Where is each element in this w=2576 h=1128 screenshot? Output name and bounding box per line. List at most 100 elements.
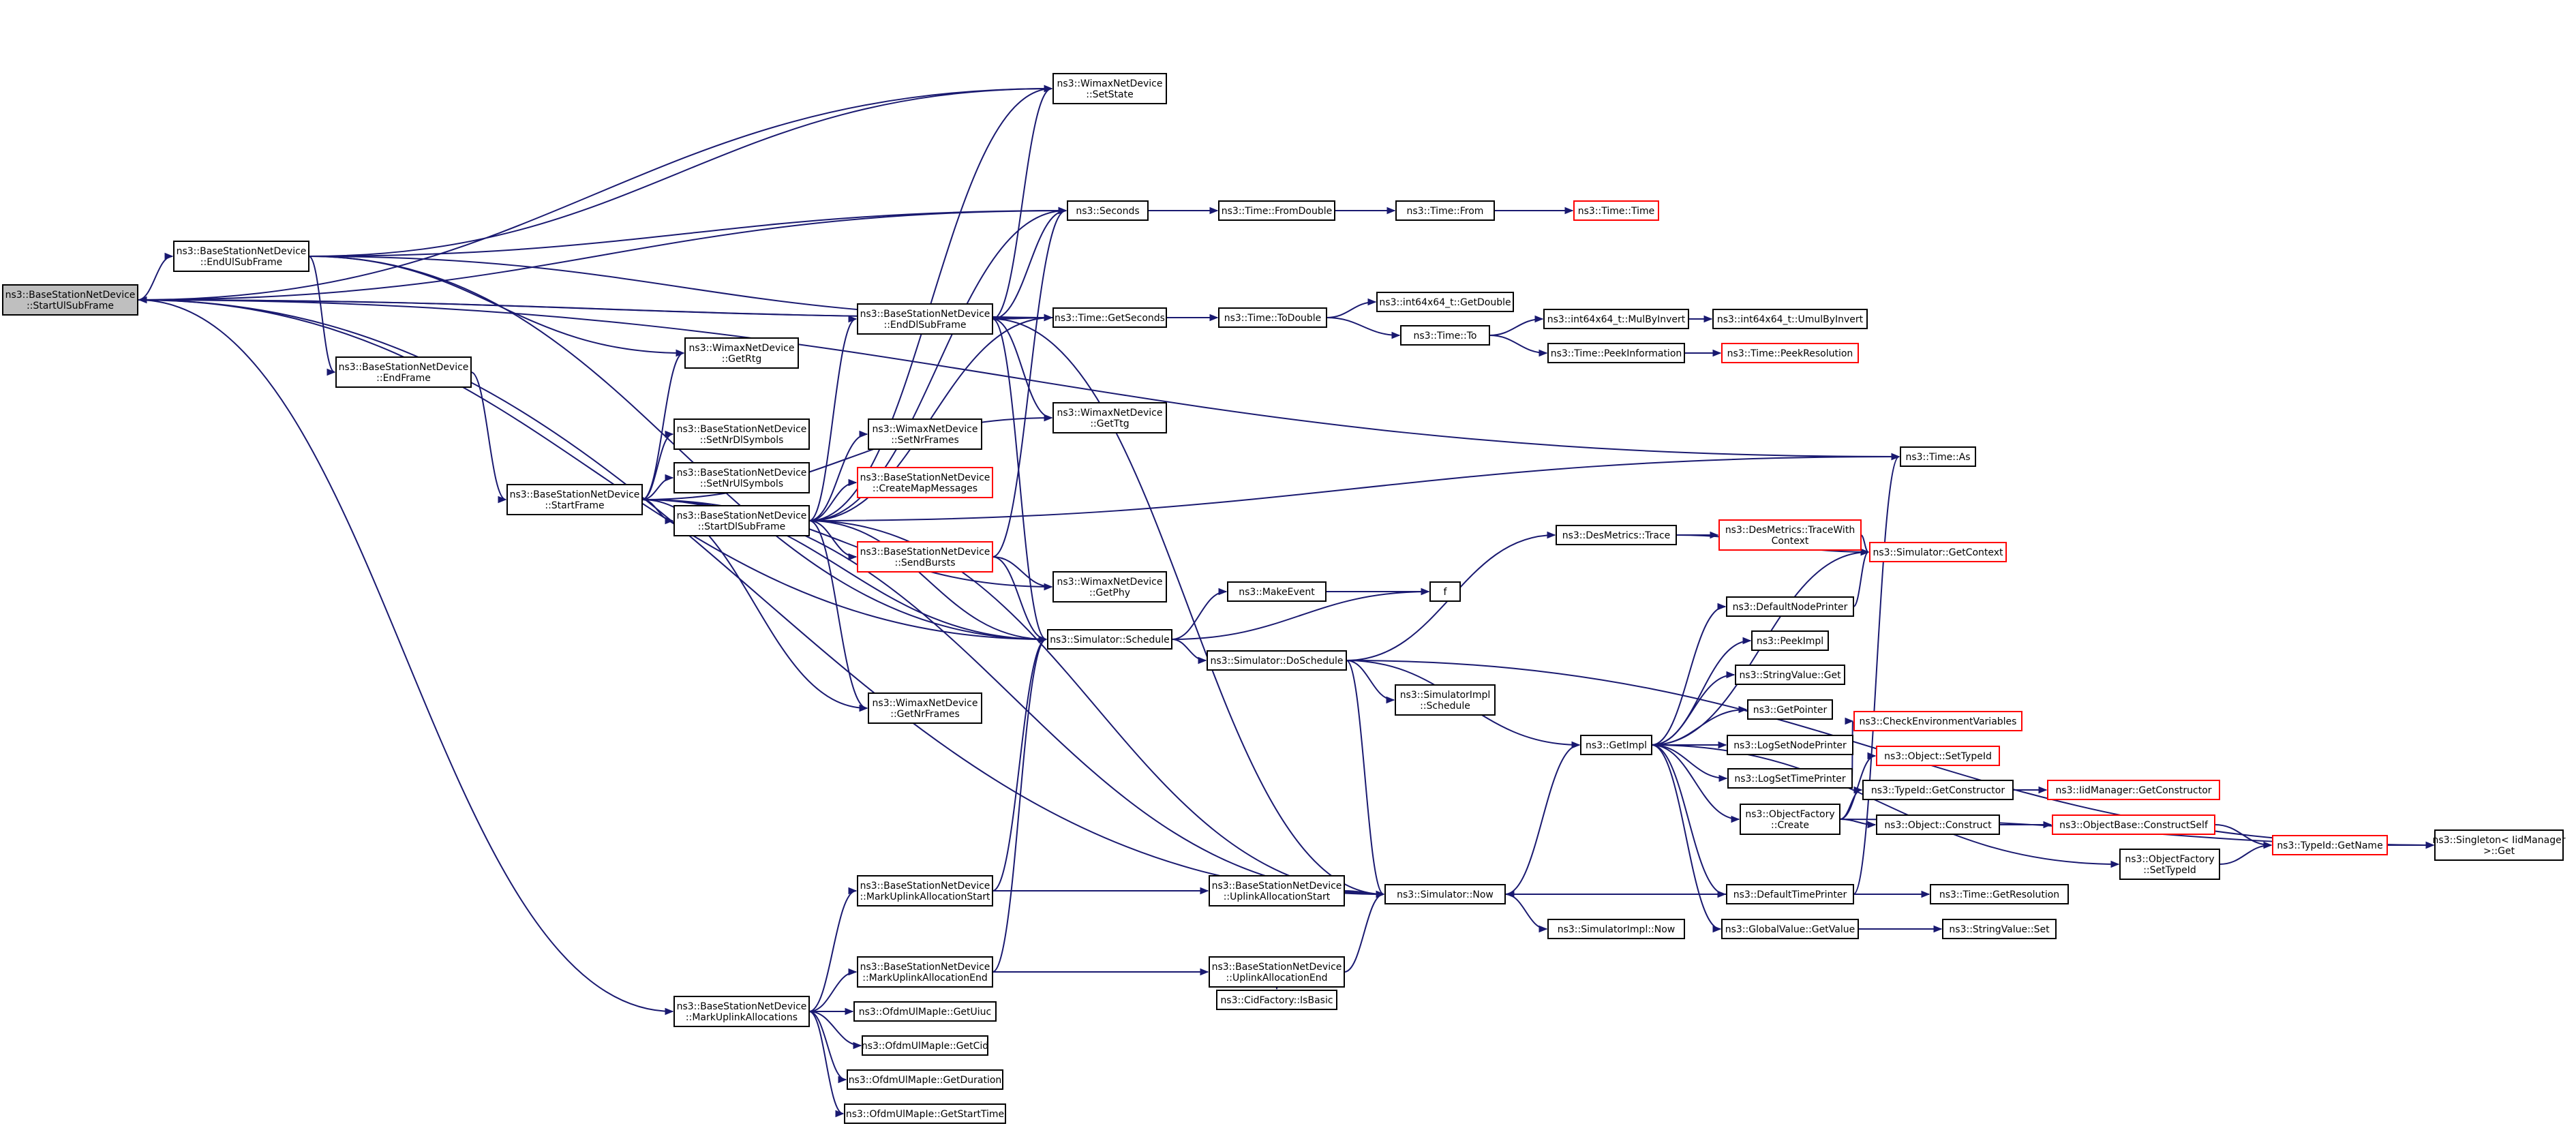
node-setnrdl[interactable]: ns3::BaseStationNetDevice::SetNrDlSymbol… [673, 418, 810, 450]
node-fromdouble[interactable]: ns3::Time::FromDouble [1218, 200, 1335, 221]
node-label: ::GetNrFrames [890, 709, 960, 720]
node-getuiuc[interactable]: ns3::OfdmUlMapIe::GetUiuc [853, 1001, 997, 1022]
edge-typeidgetname-to-singleton [2387, 841, 2435, 849]
node-objfactsettype[interactable]: ns3::ObjectFactory::SetTypeId [2119, 849, 2220, 880]
node-box [173, 241, 309, 272]
node-objfactcreate[interactable]: ns3::ObjectFactory::Create [1740, 804, 1840, 835]
node-from[interactable]: ns3::Time::From [1395, 200, 1495, 221]
node-logsettime[interactable]: ns3::LogSetTimePrinter [1727, 768, 1853, 789]
node-timeas[interactable]: ns3::Time::As [1900, 446, 1976, 467]
node-box [1853, 711, 2022, 731]
node-makeevent[interactable]: ns3::MakeEvent [1227, 581, 1327, 602]
node-stringvalset[interactable]: ns3::StringValue::Set [1942, 919, 2057, 939]
node-markulstart[interactable]: ns3::BaseStationNetDevice::MarkUplinkAll… [857, 875, 993, 906]
node-peekres[interactable]: ns3::Time::PeekResolution [1721, 343, 1859, 363]
node-markulalloc[interactable]: ns3::BaseStationNetDevice::MarkUplinkAll… [673, 996, 810, 1027]
edge-arrowhead [1421, 588, 1430, 596]
edge-line [1489, 318, 1543, 336]
edge-line [137, 299, 1900, 457]
node-todouble[interactable]: ns3::Time::ToDouble [1218, 307, 1327, 328]
node-enddl[interactable]: ns3::BaseStationNetDevice::EndDlSubFrame [857, 303, 993, 335]
node-umulbyinvert[interactable]: ns3::int64x64_t::UmulByInvert [1712, 309, 1868, 329]
edge-line [1489, 335, 1547, 354]
node-doschedule[interactable]: ns3::Simulator::DoSchedule [1207, 650, 1347, 671]
node-setstate[interactable]: ns3::WimaxNetDevice::SetState [1052, 73, 1167, 104]
node-box [2, 284, 138, 316]
node-startframe[interactable]: ns3::BaseStationNetDevice::StartFrame [506, 484, 643, 515]
node-defnodeprinter[interactable]: ns3::DefaultNodePrinter [1726, 596, 1854, 617]
edge-line [1651, 606, 1726, 746]
node-simimplsched[interactable]: ns3::SimulatorImpl::Schedule [1395, 684, 1496, 716]
edge-arrowhead [1200, 968, 1209, 976]
node-label: Context [1772, 536, 1809, 547]
node-label: ns3::DesMetrics::TraceWith [1725, 525, 1855, 536]
node-simimplnow[interactable]: ns3::SimulatorImpl::Now [1547, 919, 1685, 939]
node-iidgetctor[interactable]: ns3::IidManager::GetConstructor [2047, 780, 2220, 800]
node-typeidgetname[interactable]: ns3::TypeId::GetName [2272, 835, 2388, 855]
edge-todouble-to-timeto [1326, 317, 1401, 339]
node-markulend[interactable]: ns3::BaseStationNetDevice::MarkUplinkAll… [857, 956, 993, 988]
edge-arrowhead [848, 478, 858, 487]
node-timeto[interactable]: ns3::Time::To [1400, 325, 1490, 346]
node-deftimeprinter[interactable]: ns3::DefaultTimePrinter [1726, 884, 1854, 904]
node-desmetrics[interactable]: ns3::DesMetrics::Trace [1556, 525, 1677, 545]
node-f[interactable]: f [1429, 581, 1461, 602]
node-createmap[interactable]: ns3::BaseStationNetDevice::CreateMapMess… [857, 467, 993, 498]
node-startdl[interactable]: ns3::BaseStationNetDevice::StartDlSubFra… [673, 505, 810, 536]
node-ulallocstart[interactable]: ns3::BaseStationNetDevice::UplinkAllocat… [1209, 875, 1345, 906]
node-getdouble[interactable]: ns3::int64x64_t::GetDouble [1376, 292, 1514, 312]
node-mulbyinvert[interactable]: ns3::int64x64_t::MulByInvert [1543, 309, 1689, 329]
node-endul[interactable]: ns3::BaseStationNetDevice::EndUlSubFrame [173, 241, 309, 272]
node-box [847, 1069, 1003, 1090]
edge-endframe-to-startframe [470, 371, 507, 504]
node-getrtg[interactable]: ns3::WimaxNetDevice::GetRtg [684, 337, 799, 369]
node-typeidgetctor[interactable]: ns3::TypeId::GetConstructor [1862, 780, 2014, 800]
edge-sendbursts-to-seconds [992, 207, 1067, 558]
node-getnrframes[interactable]: ns3::WimaxNetDevice::GetNrFrames [868, 692, 982, 724]
node-getphy[interactable]: ns3::WimaxNetDevice::GetPhy [1052, 571, 1167, 603]
node-setnrul[interactable]: ns3::BaseStationNetDevice::SetNrUlSymbol… [673, 462, 810, 493]
node-schedule[interactable]: ns3::Simulator::Schedule [1047, 629, 1172, 650]
node-peekimpl[interactable]: ns3::PeekImpl [1751, 630, 1829, 651]
node-logsetnode[interactable]: ns3::LogSetNodePrinter [1727, 735, 1853, 755]
node-cidisbasic[interactable]: ns3::CidFactory::IsBasic [1216, 990, 1337, 1010]
node-objconstruct[interactable]: ns3::Object::Construct [1876, 814, 2000, 835]
node-peekinfo[interactable]: ns3::Time::PeekInformation [1547, 343, 1685, 363]
node-seconds[interactable]: ns3::Seconds [1067, 200, 1149, 221]
node-getcontext[interactable]: ns3::Simulator::GetContext [1869, 542, 2007, 562]
node-sendbursts[interactable]: ns3::BaseStationNetDevice::SendBursts [857, 541, 993, 573]
node-getduration[interactable]: ns3::OfdmUlMapIe::GetDuration [847, 1069, 1003, 1090]
node-singleton[interactable]: ns3::Singleton< IidManager>::Get [2433, 829, 2566, 861]
node-getttg[interactable]: ns3::WimaxNetDevice::GetTtg [1052, 402, 1167, 433]
node-objsettypeid[interactable]: ns3::Object::SetTypeId [1876, 746, 2000, 766]
node-label: f [1444, 587, 1448, 598]
node-setnrframes[interactable]: ns3::WimaxNetDevice::SetNrFrames [868, 418, 982, 450]
edge-arrowhead [1703, 315, 1713, 323]
node-endframe[interactable]: ns3::BaseStationNetDevice::EndFrame [335, 356, 472, 388]
node-stringvalueget[interactable]: ns3::StringValue::Get [1735, 665, 1845, 685]
node-label: ::GetRtg [722, 354, 762, 365]
node-getseconds[interactable]: ns3::Time::GetSeconds [1052, 307, 1167, 328]
node-timetime[interactable]: ns3::Time::Time [1573, 200, 1659, 221]
node-getstarttime[interactable]: ns3::OfdmUlMapIe::GetStartTime [844, 1103, 1006, 1124]
node-box [1052, 402, 1167, 433]
node-getimpl[interactable]: ns3::GetImpl [1580, 735, 1652, 755]
node-box [1573, 200, 1659, 221]
node-constructself[interactable]: ns3::ObjectBase::ConstructSelf [2052, 814, 2215, 835]
edge-line [1651, 674, 1735, 746]
node-globalvalget[interactable]: ns3::GlobalValue::GetValue [1721, 919, 1859, 939]
node-simnow[interactable]: ns3::Simulator::Now [1384, 884, 1506, 904]
node-ulallocend[interactable]: ns3::BaseStationNetDevice::UplinkAllocat… [1209, 956, 1345, 988]
node-timegetres[interactable]: ns3::Time::GetResolution [1930, 884, 2069, 904]
edge-typeidgetctor-to-iidgetctor [2013, 786, 2048, 794]
node-checkenv[interactable]: ns3::CheckEnvironmentVariables [1853, 711, 2022, 731]
edge-line [808, 318, 857, 521]
node-label: ::UplinkAllocationEnd [1226, 973, 1328, 984]
node-label: ns3::Time::PeekResolution [1727, 348, 1853, 359]
node-getcid[interactable]: ns3::OfdmUlMapIe::GetCid [862, 1035, 988, 1056]
edge-arrowhead [1731, 815, 1740, 823]
edge-startframe-to-simnow [641, 499, 1385, 898]
node-root[interactable]: ns3::BaseStationNetDevice::StartUlSubFra… [2, 284, 138, 316]
node-getpointer[interactable]: ns3::GetPointer [1747, 699, 1833, 720]
